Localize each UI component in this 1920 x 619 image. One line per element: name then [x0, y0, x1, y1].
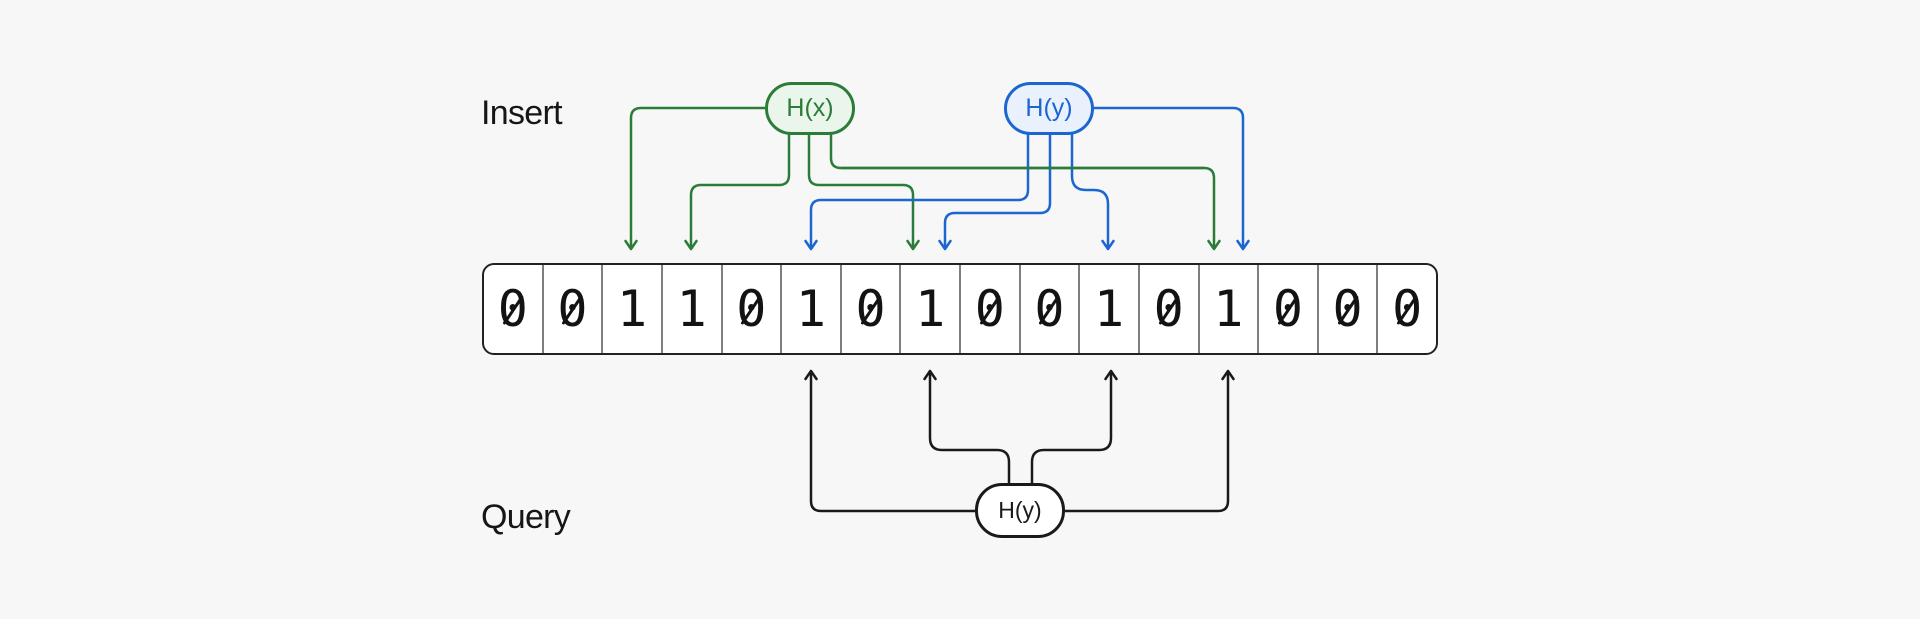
bit-cell: 0 — [961, 265, 1021, 353]
query-arrow-cell-10 — [1030, 369, 1118, 483]
bit-cell: 0 — [484, 265, 544, 353]
bit-value: 1 — [676, 280, 707, 338]
insert-hx-arrows — [624, 106, 1221, 251]
hy-arrow-cell-12 — [1092, 106, 1250, 251]
insert-hx-pill: H(x) — [765, 82, 855, 135]
bit-cell: 1 — [782, 265, 842, 353]
bit-cell: 0 — [1259, 265, 1319, 353]
bit-cell: 1 — [1080, 265, 1140, 353]
query-label: Query — [481, 498, 571, 536]
hy-arrow-cell-7 — [938, 134, 1052, 251]
bit-value: 0 — [1034, 280, 1065, 338]
insert-hy-pill: H(y) — [1004, 82, 1094, 135]
bit-value: 1 — [1094, 280, 1125, 338]
hx-arrow-cell-3 — [684, 134, 791, 251]
bit-value: 0 — [855, 280, 886, 338]
bit-value: 0 — [1332, 280, 1363, 338]
bit-cell: 1 — [603, 265, 663, 353]
bit-cell: 0 — [1319, 265, 1379, 353]
bit-value: 0 — [557, 280, 588, 338]
bit-value: 0 — [1153, 280, 1184, 338]
insert-hx-pill-label: H(x) — [786, 94, 834, 122]
query-arrow-cell-5 — [804, 369, 975, 513]
query-arrow-cell-7 — [923, 369, 1011, 483]
query-hy-pill: H(y) — [975, 483, 1065, 538]
bit-cell: 0 — [544, 265, 604, 353]
bit-value: 1 — [915, 280, 946, 338]
bit-cell: 0 — [1378, 265, 1436, 353]
bit-value: 0 — [1392, 280, 1423, 338]
insert-hy-pill-label: H(y) — [1025, 94, 1073, 122]
bit-value: 1 — [1213, 280, 1244, 338]
query-arrow-cell-12 — [1065, 369, 1235, 513]
hy-arrow-cell-5 — [804, 134, 1030, 251]
bit-cell: 1 — [663, 265, 723, 353]
bit-cell: 0 — [842, 265, 902, 353]
bit-value: 0 — [1272, 280, 1303, 338]
insert-label: Insert — [481, 94, 563, 132]
bit-cell: 1 — [901, 265, 961, 353]
bit-value: 1 — [617, 280, 648, 338]
bit-cell: 1 — [1200, 265, 1260, 353]
bit-value: 0 — [974, 280, 1005, 338]
hy-arrow-cell-10 — [1070, 134, 1115, 251]
query-hy-pill-label: H(y) — [998, 497, 1042, 523]
bit-cell: 0 — [1021, 265, 1081, 353]
bit-value: 0 — [497, 280, 528, 338]
hx-arrow-cell-12 — [829, 134, 1221, 251]
hx-arrow-cell-2 — [624, 106, 765, 251]
bit-value: 1 — [795, 280, 826, 338]
bit-cell: 0 — [1140, 265, 1200, 353]
bit-cell: 0 — [723, 265, 783, 353]
hx-arrow-cell-7 — [807, 134, 920, 251]
bit-value: 0 — [736, 280, 767, 338]
